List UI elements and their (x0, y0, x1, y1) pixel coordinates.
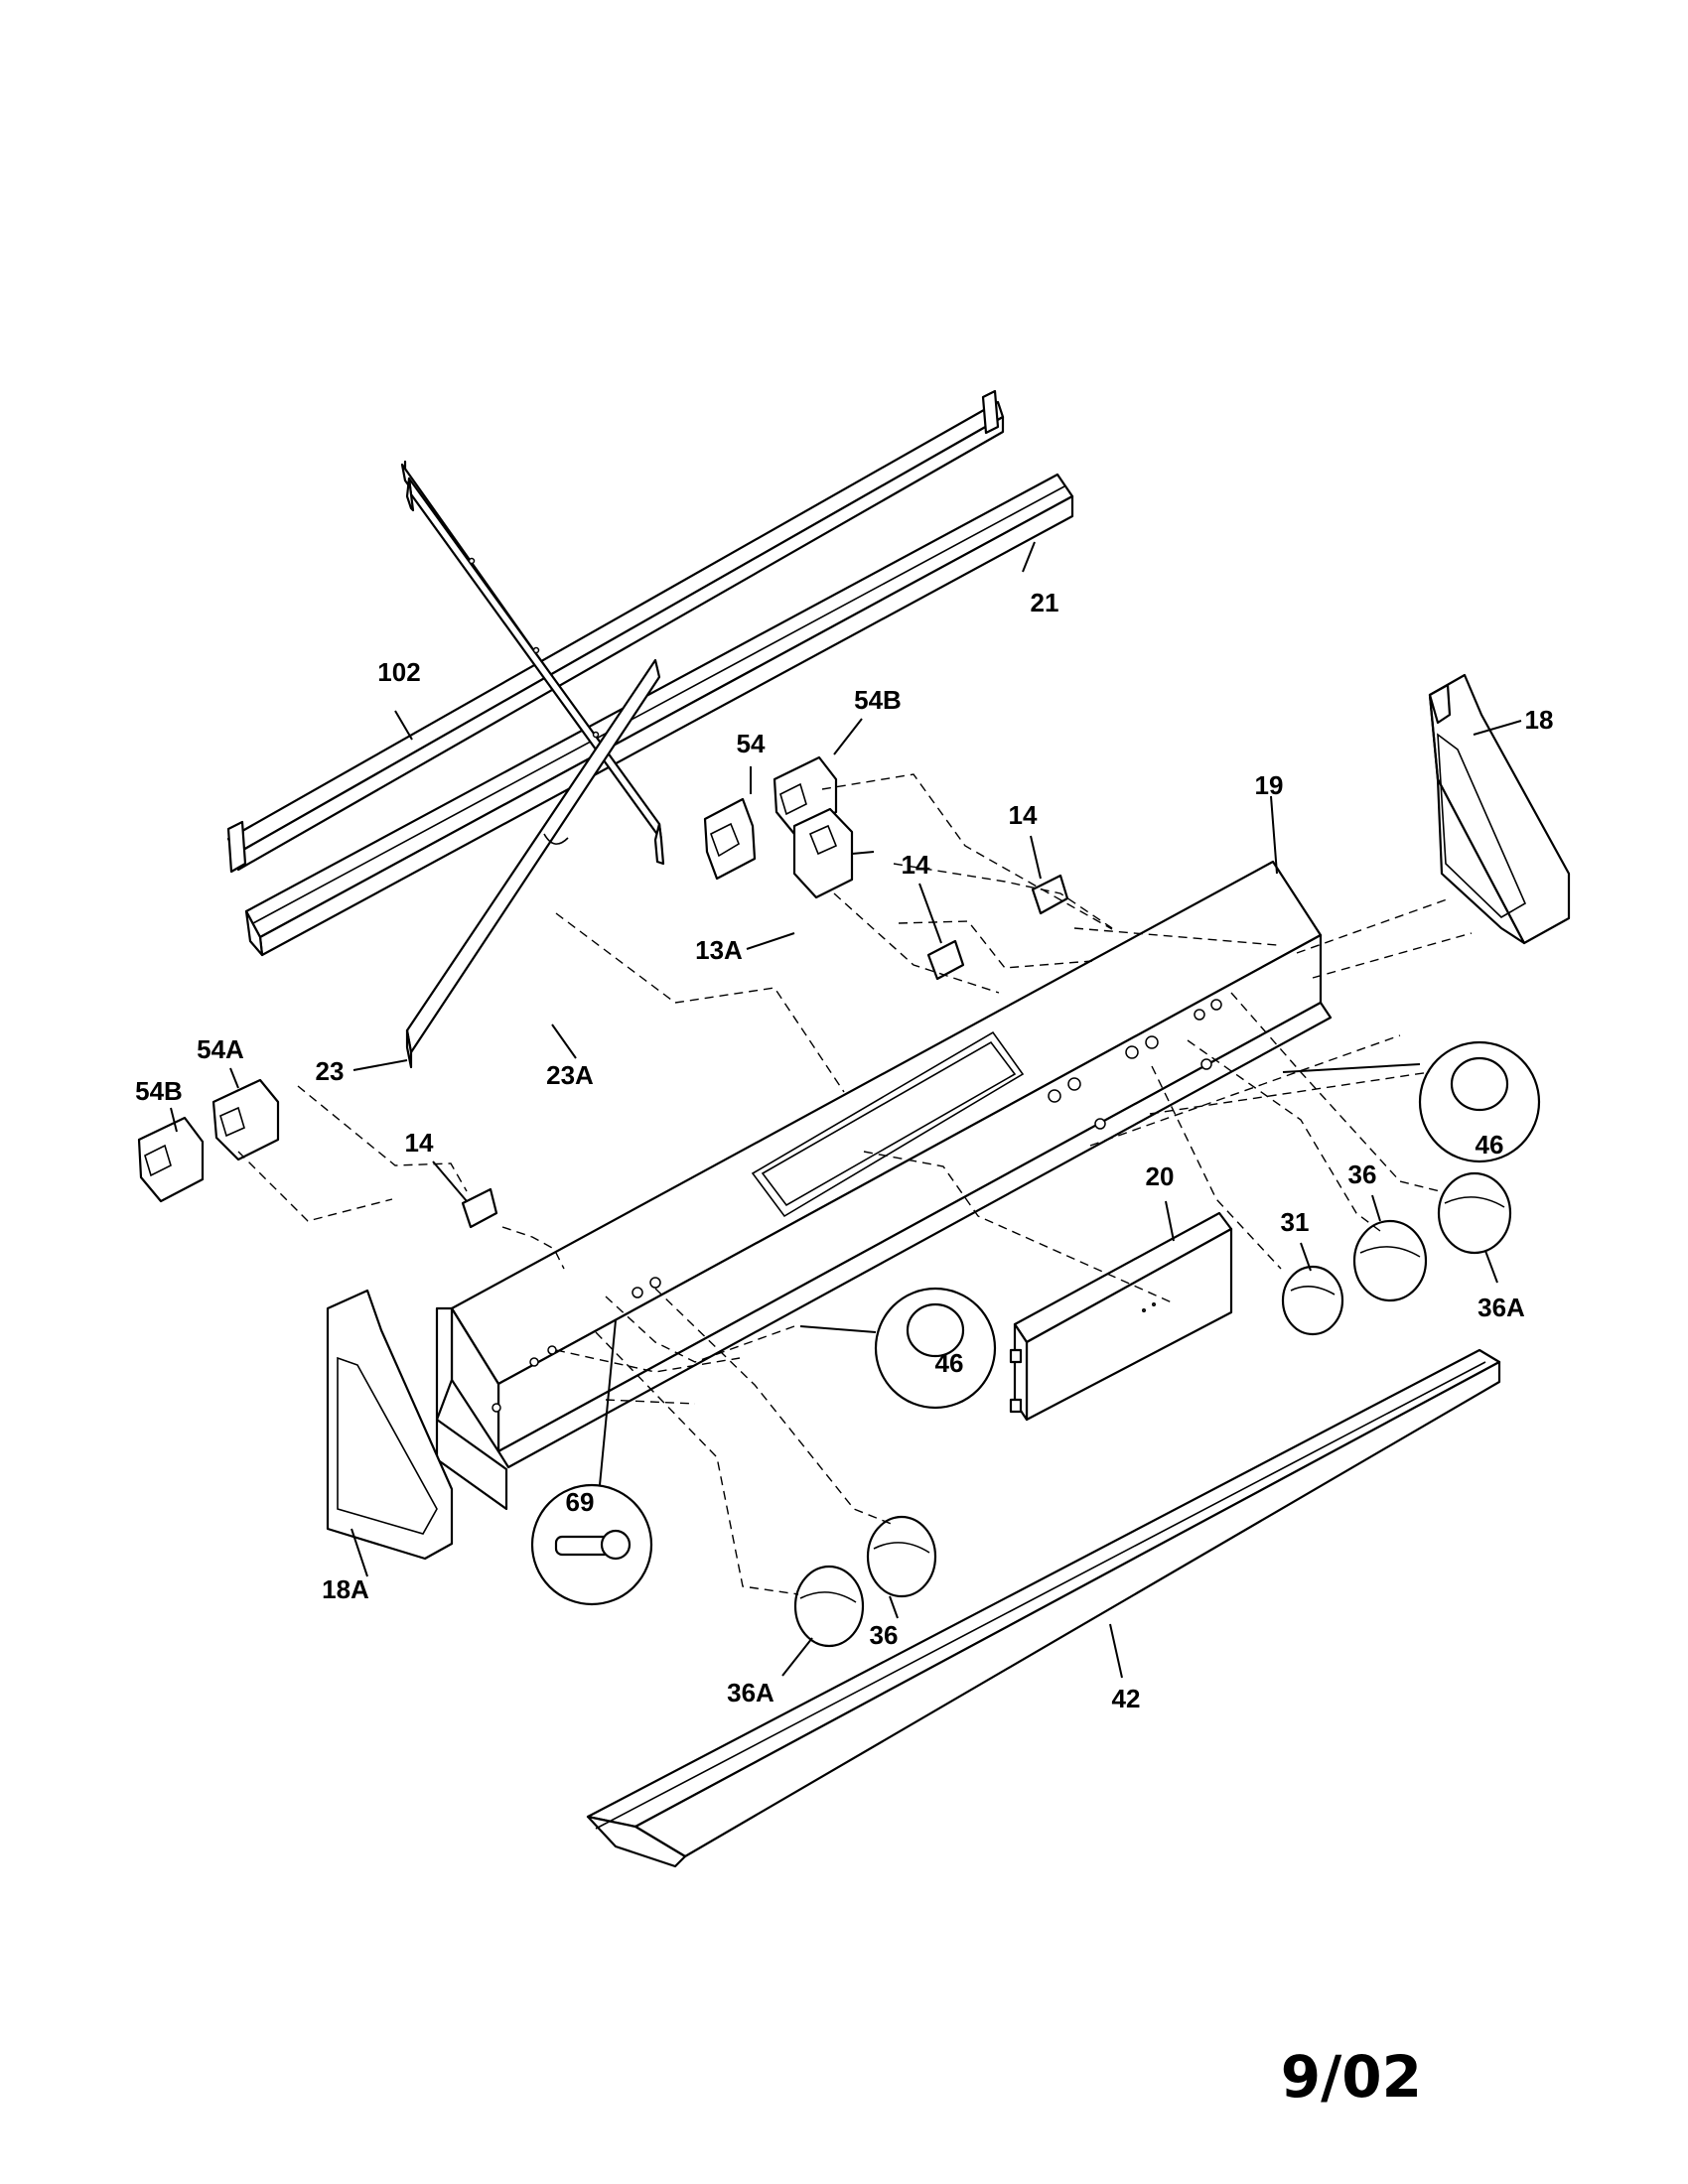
part-19-control-panel (435, 860, 1333, 1511)
part-23-hole-1 (468, 557, 476, 565)
part-36-knob-right (1352, 1219, 1428, 1302)
part-23-end-tab-right (653, 822, 665, 866)
label-19: 19 (1255, 770, 1284, 800)
part-13a-switch (792, 807, 875, 899)
label-18: 18 (1525, 705, 1554, 735)
label-31: 31 (1281, 1207, 1310, 1237)
leader-lines (170, 541, 1522, 1679)
label-36-right: 36 (1348, 1160, 1377, 1189)
label-18a: 18A (322, 1574, 369, 1604)
footer-date-code: 9/02 (1281, 2043, 1422, 2111)
label-23: 23 (316, 1056, 345, 1086)
label-36-bottom: 36 (870, 1620, 899, 1650)
label-20: 20 (1146, 1161, 1175, 1191)
part-23-end-tab-left (405, 477, 415, 512)
part-46-detail-top (1418, 1040, 1541, 1163)
part-21-rail (244, 473, 1074, 957)
guide-lines (237, 773, 1473, 1595)
part-14-clip-lower (461, 1187, 498, 1229)
label-46-top: 46 (1476, 1130, 1504, 1160)
label-102: 102 (377, 657, 420, 687)
label-69: 69 (566, 1487, 595, 1517)
part-54-switch-top (703, 797, 757, 881)
label-54b-top: 54B (854, 685, 902, 715)
label-36a-right: 36A (1477, 1293, 1525, 1322)
label-14-upper: 14 (1009, 800, 1038, 830)
part-69-detail (530, 1483, 653, 1606)
part-31-knob (1281, 1265, 1344, 1336)
label-21: 21 (1031, 588, 1059, 617)
label-54: 54 (737, 729, 766, 758)
label-14-mid: 14 (902, 850, 930, 880)
label-14-lower: 14 (405, 1128, 434, 1158)
part-36a-knob-bottom (793, 1565, 865, 1648)
part-36-knob-bottom (866, 1515, 937, 1598)
part-18a-end-cap (326, 1289, 454, 1561)
part-14-clip-upper (1031, 874, 1069, 915)
part-36a-knob-right (1437, 1171, 1512, 1255)
part-46-detail-mid (874, 1287, 997, 1410)
part-20-control-board (1009, 1211, 1233, 1422)
part-54a-switch-left (211, 1078, 280, 1161)
part-54b-switch-left (137, 1116, 205, 1203)
part-23a-plate (405, 658, 661, 1069)
label-42: 42 (1112, 1684, 1141, 1713)
label-54b-left: 54B (135, 1076, 183, 1106)
part-23-hole-2 (532, 646, 540, 654)
label-46-mid: 46 (935, 1348, 964, 1378)
part-14-clip-mid (926, 939, 965, 981)
part-42-trim (586, 1348, 1501, 1868)
label-54a: 54A (197, 1034, 244, 1064)
part-23-hole-3 (592, 731, 600, 739)
part-102-trim-bracket (226, 389, 1005, 874)
part-18-end-cap (1428, 673, 1571, 945)
label-23a: 23A (546, 1060, 594, 1090)
label-36a-bottom: 36A (727, 1678, 774, 1707)
label-13a: 13A (695, 935, 743, 965)
